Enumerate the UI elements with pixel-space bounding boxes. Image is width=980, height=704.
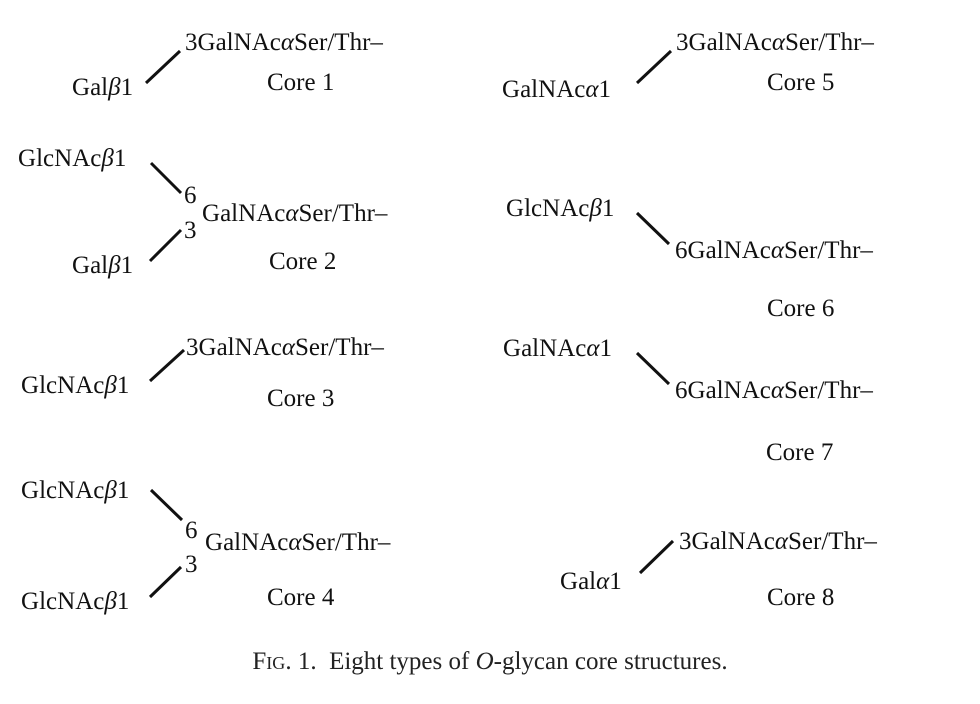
alpha-glyph: α xyxy=(280,29,294,56)
beta-glyph: β xyxy=(104,477,117,504)
beta-glyph: β xyxy=(104,372,117,399)
bond-core8 xyxy=(638,539,675,575)
core-label: Core 1 xyxy=(267,69,335,96)
beta-glyph: β xyxy=(108,74,121,101)
core-root: GalNAcαSer/Thr– xyxy=(205,529,391,556)
caption-text-before: Eight types of xyxy=(329,648,476,675)
bond-core2-lower xyxy=(148,228,183,263)
core-label: Core 2 xyxy=(269,248,337,275)
core-branch: Galβ1 xyxy=(72,74,134,101)
core-branch: Galα1 xyxy=(560,568,622,595)
core-branch: GlcNAcβ1 xyxy=(506,195,615,222)
beta-glyph: β xyxy=(104,588,117,615)
bond-core2-upper xyxy=(149,161,183,195)
caption-italic-o: O xyxy=(475,648,494,675)
beta-glyph: β xyxy=(589,195,602,222)
core-branch: GalNAcα1 xyxy=(503,335,612,362)
bond-core3 xyxy=(148,348,186,383)
caption-text-after: -glycan core structures. xyxy=(493,648,728,675)
core-label: Core 6 xyxy=(767,295,835,322)
alpha-glyph: α xyxy=(285,200,299,227)
alpha-glyph: α xyxy=(586,335,600,362)
position-6: 6 xyxy=(184,182,197,209)
alpha-glyph: α xyxy=(281,334,295,361)
core-label: Core 5 xyxy=(767,69,835,96)
core-label: Core 4 xyxy=(267,584,335,611)
core-branch: GalNAcα1 xyxy=(502,76,611,103)
alpha-glyph: α xyxy=(774,528,788,555)
core-branch: GlcNAcβ1 xyxy=(21,372,130,399)
alpha-glyph: α xyxy=(585,76,599,103)
core-root: 6GalNAcαSer/Thr– xyxy=(675,237,873,264)
core-root: 3GalNAcαSer/Thr– xyxy=(185,29,383,56)
bond-core5 xyxy=(635,49,673,85)
core-root: GalNAcαSer/Thr– xyxy=(202,200,388,227)
core-branch: GlcNAcβ1 xyxy=(18,145,127,172)
alpha-glyph: α xyxy=(770,237,784,264)
bond-core4-upper xyxy=(149,488,184,522)
bond-core1 xyxy=(144,49,182,85)
core-branch: GlcNAcβ1 xyxy=(21,477,130,504)
bond-core6 xyxy=(635,211,671,246)
position-3: 3 xyxy=(185,551,198,578)
core-root: 3GalNAcαSer/Thr– xyxy=(676,29,874,56)
beta-glyph: β xyxy=(108,252,121,279)
core-label: Core 3 xyxy=(267,385,335,412)
beta-glyph: β xyxy=(101,145,114,172)
bond-core4-lower xyxy=(148,565,183,599)
alpha-glyph: α xyxy=(771,29,785,56)
core-root: 3GalNAcαSer/Thr– xyxy=(186,334,384,361)
position-6: 6 xyxy=(185,517,198,544)
core-label: Core 8 xyxy=(767,584,835,611)
core-branch: GlcNAcβ1 xyxy=(21,588,130,615)
core-label: Core 7 xyxy=(766,439,834,466)
figure-caption: Fig. 1. Eight types of O-glycan core str… xyxy=(0,648,980,676)
alpha-glyph: α xyxy=(596,568,610,595)
core-root: 3GalNAcαSer/Thr– xyxy=(679,528,877,555)
position-3: 3 xyxy=(184,217,197,244)
core-root: 6GalNAcαSer/Thr– xyxy=(675,377,873,404)
core-branch: Galβ1 xyxy=(72,252,134,279)
alpha-glyph: α xyxy=(288,529,302,556)
caption-fig-number: . 1. xyxy=(285,648,317,675)
caption-fig-prefix: Fig xyxy=(252,648,286,675)
alpha-glyph: α xyxy=(770,377,784,404)
bond-core7 xyxy=(635,351,671,386)
